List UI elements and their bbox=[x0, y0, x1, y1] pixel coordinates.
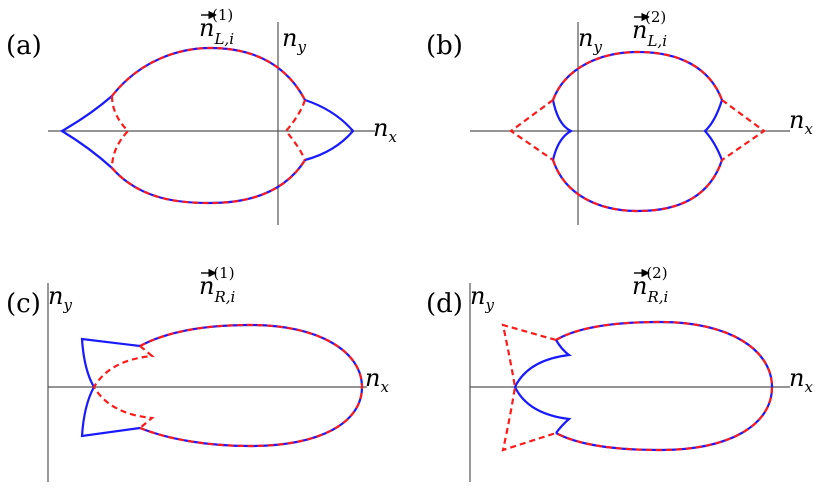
panel-a-left-lobe-solid bbox=[59, 95, 113, 169]
panel-b-ylabel: ny bbox=[578, 24, 602, 56]
panel-b-left-lobe-solid bbox=[551, 99, 574, 161]
panel-d-label: (d) bbox=[426, 289, 463, 319]
panel-b-ellipse-dashed bbox=[551, 50, 724, 213]
panel-d-left-lobe-solid bbox=[513, 339, 572, 434]
svg-text:nR,i(2): nR,i(2) bbox=[632, 264, 669, 306]
panel-c-left-lobe-dashed bbox=[92, 345, 155, 429]
panel-a-right-lobe-dashed bbox=[284, 99, 307, 161]
panel-b-title: nL,i(2) bbox=[632, 8, 667, 50]
panel-b-xlabel: nx bbox=[789, 106, 813, 138]
panel-c-title: nR,i(1) bbox=[199, 264, 236, 306]
panel-a-ellipse-dashed bbox=[111, 46, 306, 205]
panel-d-ylabel: ny bbox=[470, 282, 494, 314]
panel-c-xlabel: nx bbox=[365, 364, 389, 396]
panel-c: (c) ny nx nR,i(1) bbox=[6, 264, 389, 482]
panel-d-xlabel: nx bbox=[789, 364, 813, 396]
panel-a-label: (a) bbox=[6, 31, 42, 61]
panel-a-right-lobe-solid bbox=[304, 98, 355, 162]
panel-d-left-lobe-dashed bbox=[501, 323, 557, 452]
svg-text:nL,i(1): nL,i(1) bbox=[199, 6, 234, 48]
panel-d-title: nR,i(2) bbox=[632, 264, 669, 306]
panel-c-ellipse-solid bbox=[139, 323, 364, 448]
panel-d-ellipse-solid bbox=[555, 320, 774, 452]
panel-d-ellipse-dashed bbox=[555, 320, 774, 452]
panel-a-xlabel: nx bbox=[373, 114, 397, 146]
svg-text:nL,i(2): nL,i(2) bbox=[632, 8, 667, 50]
panel-b-right-lobe-solid bbox=[703, 99, 724, 161]
panel-c-ellipse-dashed bbox=[139, 323, 364, 448]
panel-a-title: nL,i(1) bbox=[199, 6, 234, 48]
panel-b: (b) ny nx nL,i(2) bbox=[426, 8, 813, 225]
panel-a: (a) ny nx nL,i(1) bbox=[6, 6, 397, 225]
panel-a-ellipse-solid bbox=[111, 46, 306, 205]
panel-a-left-lobe-dashed bbox=[110, 95, 130, 169]
panel-b-right-lobe-dashed bbox=[721, 99, 766, 161]
panel-c-label: (c) bbox=[6, 289, 41, 319]
panel-d: (d) ny nx nR,i(2) bbox=[426, 264, 813, 482]
panel-c-ylabel: ny bbox=[48, 282, 72, 314]
panel-b-left-lobe-dashed bbox=[509, 99, 554, 161]
svg-text:nR,i(1): nR,i(1) bbox=[199, 264, 236, 306]
panel-b-label: (b) bbox=[426, 31, 463, 61]
panel-a-ylabel: ny bbox=[282, 24, 306, 56]
